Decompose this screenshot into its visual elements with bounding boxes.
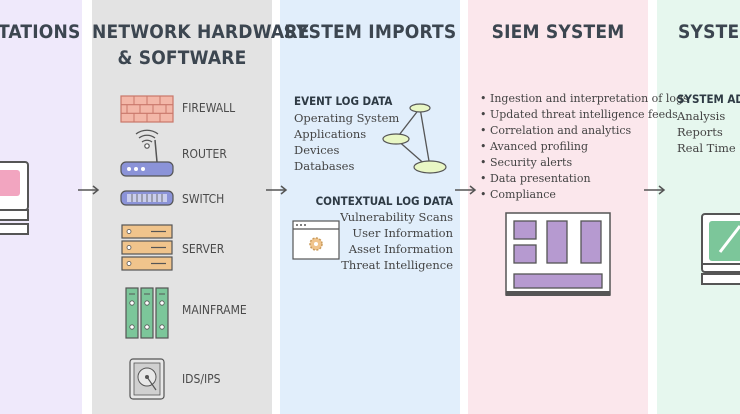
context-item-asset-information: Asset Information [348,242,453,256]
event-item-applications: Applications [294,127,367,141]
system-item-reports: Reports [677,125,723,139]
event-item-operating-system: Operating System [294,111,400,125]
switch-icon [120,190,174,206]
column-system-imports [280,0,460,414]
server-icon [121,224,173,271]
firewall-icon [120,95,174,123]
title-network-hardware-line1: NETWORK HARDWARE [92,21,310,43]
hardware-label-router: ROUTER [182,147,227,161]
column-network-hardware [92,0,272,414]
hardware-label-switch: SWITCH [182,192,225,206]
hardware-label-mainframe: MAINFRAME [182,303,247,317]
dashboard-icon [505,212,611,296]
event-item-databases: Databases [294,159,355,173]
siem-feature: Avanced profiling [480,139,689,155]
title-network-hardware-line2: & SOFTWARE [117,47,247,69]
monitor-icon [0,161,29,235]
system-item-real-time-monitoring: Real Time Mon [677,141,740,155]
title-system-imports: SYSTEM IMPORTS [283,21,457,43]
mainframe-icon [125,287,169,339]
siem-feature: Ingestion and interpretation of logs [480,91,689,107]
title-system: SYSTEM [678,21,740,43]
hardware-label-ids-ips: IDS/IPS [182,372,221,386]
event-item-devices: Devices [294,143,340,157]
siem-feature: Compliance [480,187,689,203]
context-item-user-information: User Information [352,226,453,240]
browser-settings-icon [292,220,340,260]
title-workstations: TATIONS [0,21,81,43]
title-siem-system: SIEM SYSTEM [491,21,625,43]
context-item-threat-intelligence: Threat Intelligence [341,258,453,272]
siem-feature: Correlation and analytics [480,123,689,139]
arrow-right-icon [266,185,288,195]
siem-feature: Data presentation [480,171,689,187]
arrow-right-icon [78,185,100,195]
column-system-admin [657,0,740,414]
hardware-label-firewall: FIREWALL [182,101,236,115]
system-item-analysis: Analysis [677,109,726,123]
system-admin-heading: SYSTEM ADM [677,92,740,106]
column-siem-system [468,0,648,414]
context-item-vulnerability-scans: Vulnerability Scans [340,210,453,224]
hardware-label-server: SERVER [182,242,225,256]
hard-drive-icon [129,358,165,400]
arrow-right-icon [455,185,477,195]
siem-feature-list: Ingestion and interpretation of logs Upd… [480,91,689,203]
network-graph-icon [382,103,447,174]
siem-feature: Security alerts [480,155,689,171]
router-icon [120,129,174,177]
contextual-log-heading: CONTEXTUAL LOG DATA [315,194,453,208]
monitor-icon [701,213,740,285]
siem-feature: Updated threat intelligence feeds [480,107,689,123]
event-log-heading: EVENT LOG DATA [294,94,393,108]
